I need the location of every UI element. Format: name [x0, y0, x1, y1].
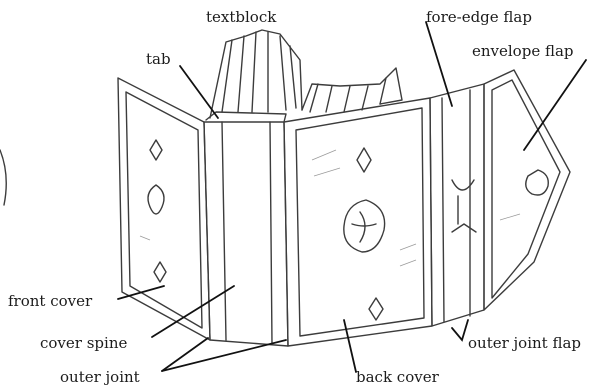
front-cover-medallion	[148, 185, 164, 214]
label-outer-joint: outer joint	[60, 368, 140, 386]
label-tab: tab	[146, 50, 171, 68]
tab-leader	[180, 66, 218, 118]
front-cover-ornament-bottom	[154, 262, 166, 282]
textblock-pages	[210, 30, 402, 118]
front-cover-panel	[118, 78, 210, 340]
cover-spine-leader	[152, 286, 234, 337]
label-outer-joint-flap: outer joint flap	[468, 334, 581, 352]
label-textblock: textblock	[206, 8, 277, 26]
cover-spine-panel	[204, 112, 288, 346]
back-cover-ornament-top	[357, 148, 371, 172]
label-back-cover: back cover	[356, 368, 440, 386]
edge-sketch-mark	[0, 150, 6, 205]
front-cover-ornament-top	[150, 140, 162, 160]
shading-hatches	[140, 150, 520, 266]
outer-joint-leader-2	[162, 340, 286, 371]
label-fore-edge-flap: fore-edge flap	[426, 8, 532, 26]
envelope-flap-panel	[484, 70, 570, 310]
envelope-flap-ornament	[526, 170, 549, 195]
label-cover-spine: cover spine	[40, 334, 127, 352]
label-front-cover: front cover	[8, 292, 93, 310]
back-cover-panel	[284, 98, 432, 346]
outer-joint-flap-leader	[452, 320, 468, 340]
fore-edge-flap-leader	[426, 22, 452, 106]
back-cover-ornament-bottom	[369, 298, 383, 320]
label-envelope-flap: envelope flap	[472, 42, 574, 60]
front-cover-leader	[118, 286, 164, 299]
fore-edge-flap-panel	[430, 84, 484, 326]
